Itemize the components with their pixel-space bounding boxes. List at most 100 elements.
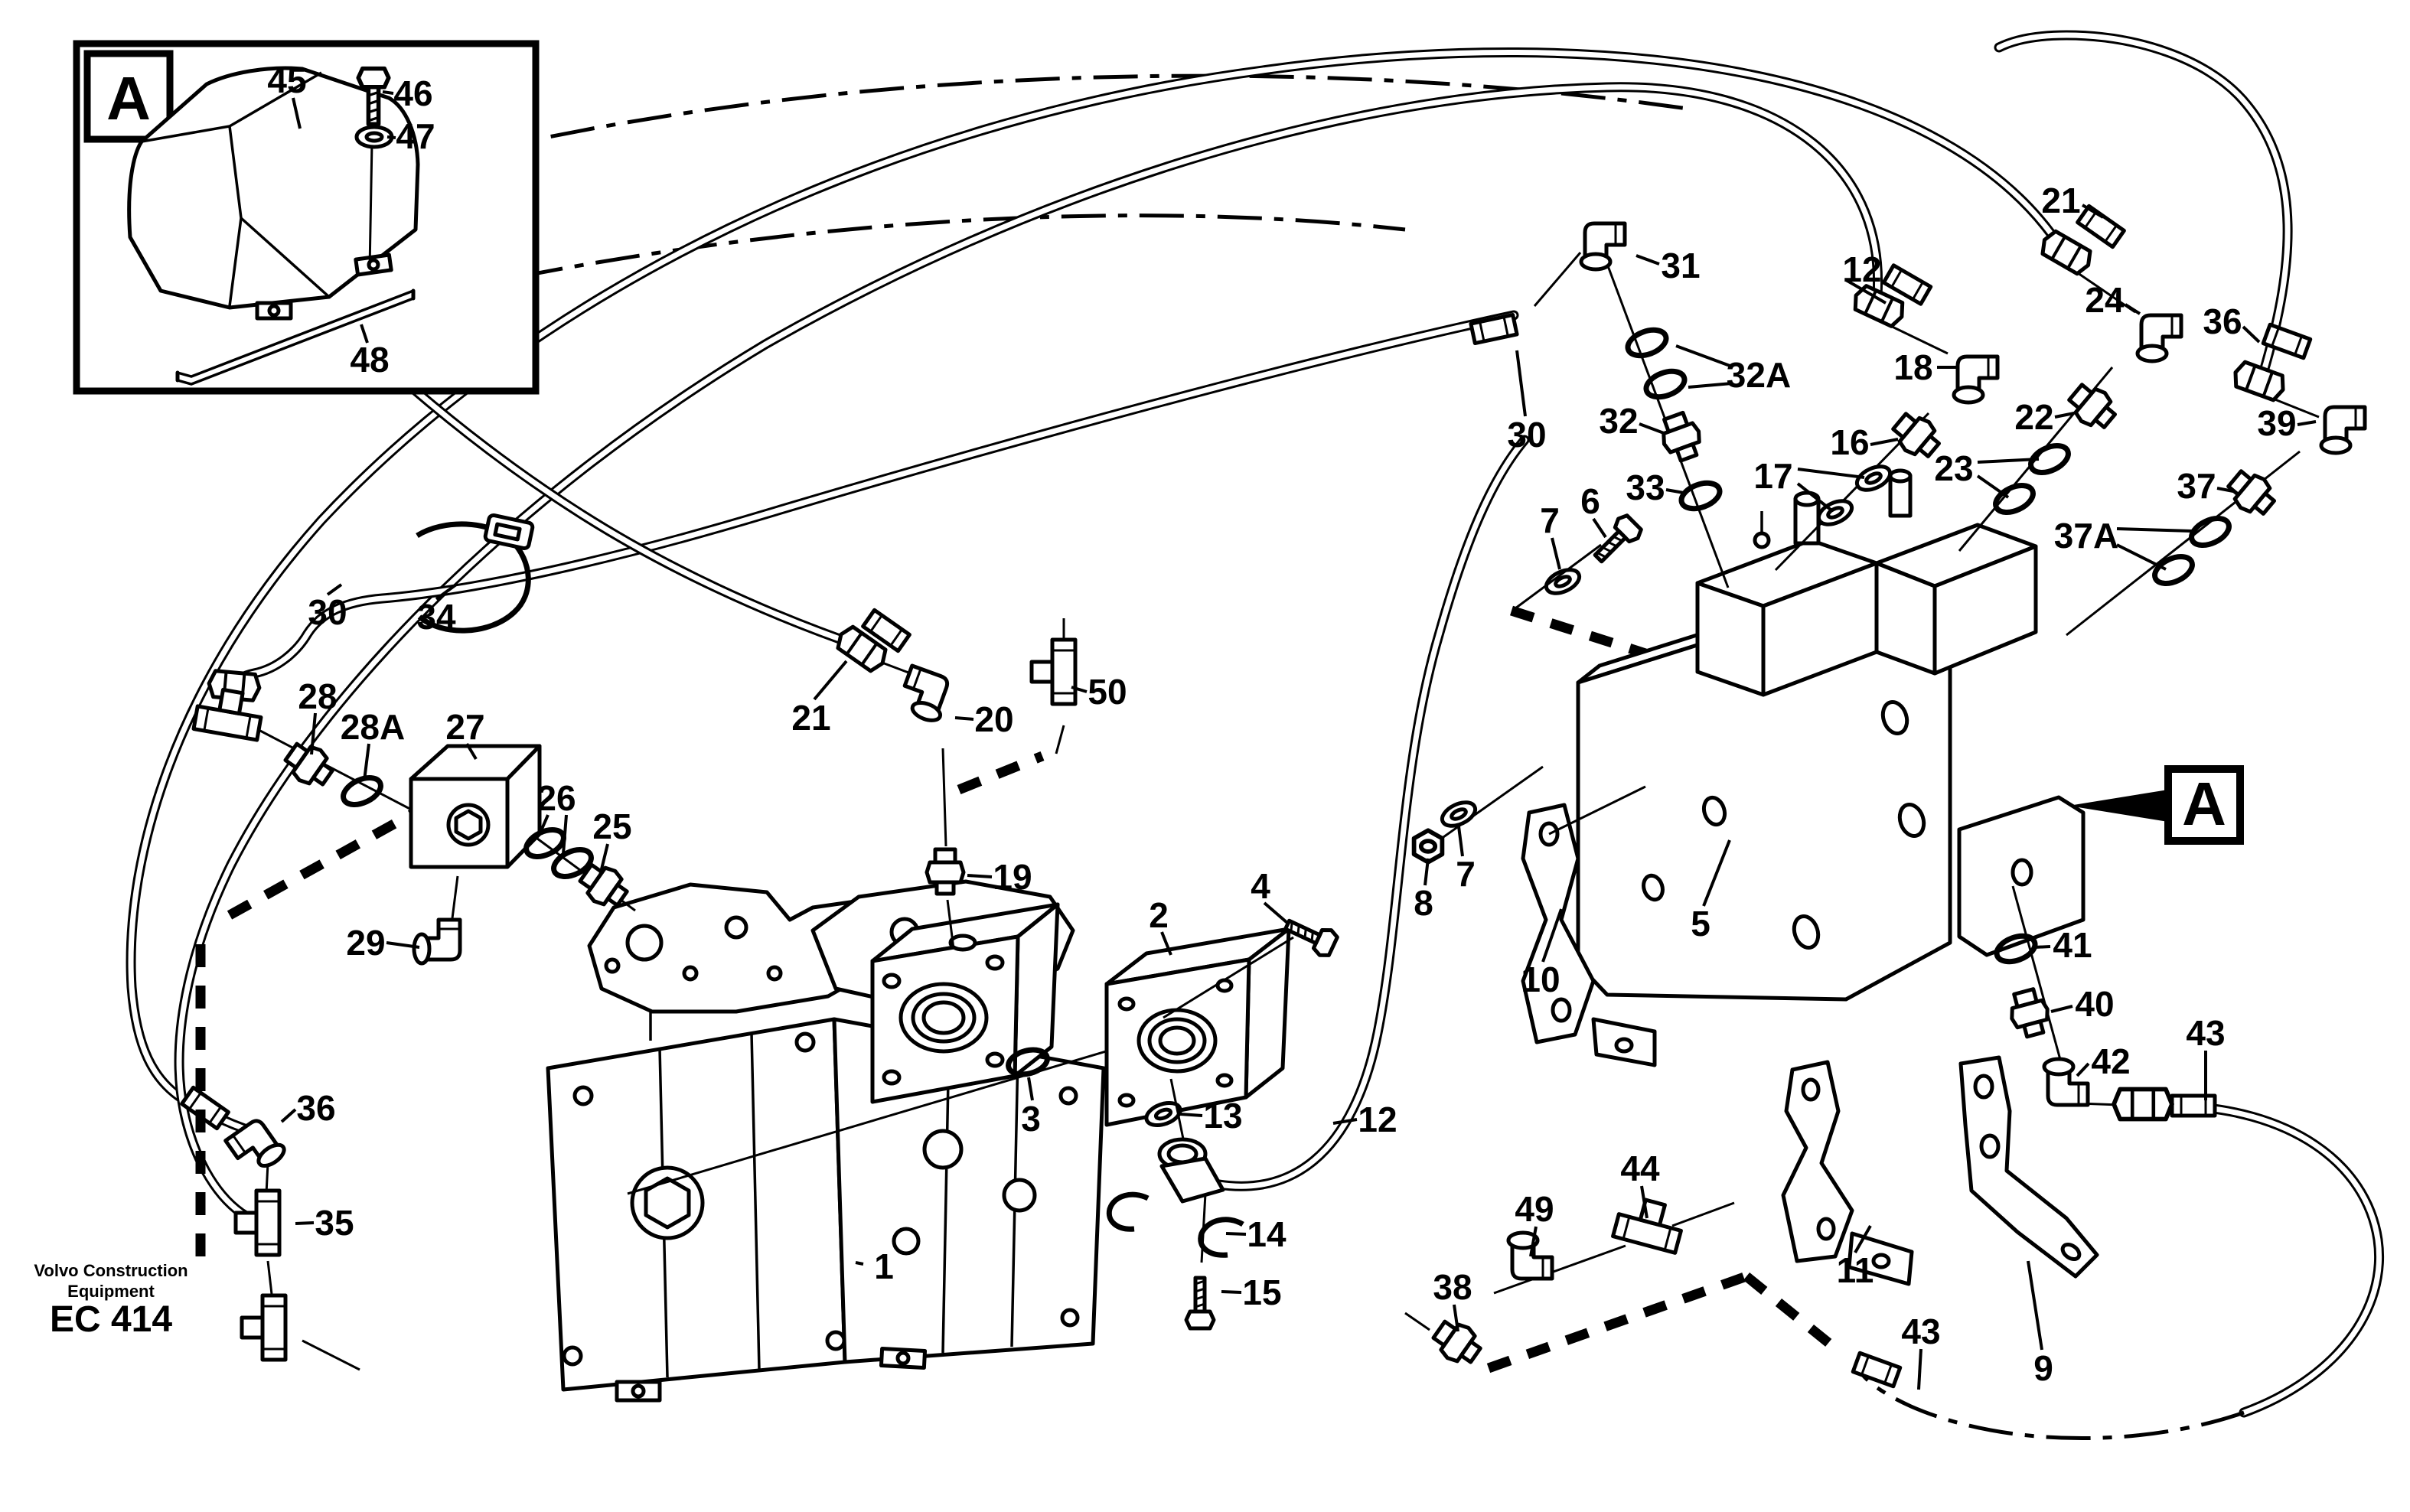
inset-ref-box: [83, 50, 174, 143]
callout-26: 26: [536, 778, 576, 818]
hose-nut-36: [2231, 360, 2288, 402]
callout-18: 18: [1893, 347, 1932, 387]
bracket-10: [1521, 803, 1657, 1067]
callout-22: 22: [2014, 397, 2053, 437]
callout-6: 6: [1580, 481, 1600, 521]
callout-29: 29: [346, 923, 385, 963]
leader-line-2: [1160, 931, 1172, 956]
hose-ferrule: [2078, 206, 2125, 246]
callout-50: 50: [1088, 672, 1127, 712]
callout-16: 16: [1830, 422, 1869, 462]
bracket-9: [1958, 1055, 2099, 1279]
callout-38: 38: [1433, 1267, 1472, 1307]
leader-line-21a: [2081, 204, 2105, 219]
tee-lower-left: [242, 1295, 285, 1360]
leader-line-10: [1541, 908, 1563, 963]
leader-line-33: [1665, 488, 1684, 494]
phantom-curve-top: [474, 73, 1688, 155]
valve-assembly: [1414, 468, 2099, 1286]
leader-line-12a: [1845, 279, 1887, 305]
tee-50: [1032, 640, 1075, 704]
callout-17: 17: [1753, 456, 1792, 496]
hose-ferrule: [2172, 1096, 2215, 1116]
leader-line-5: [1702, 839, 1731, 907]
leader-line-26: [562, 814, 568, 855]
oring-28A: [339, 772, 385, 810]
leader-line-29: [386, 941, 420, 949]
callout-36a: 36: [2203, 301, 2242, 341]
oring-23: [1991, 480, 2037, 517]
washer-7-upper: [1543, 565, 1583, 598]
hose-30-core: [232, 312, 1517, 687]
callout-4: 4: [1251, 866, 1270, 906]
leader-line-39: [2297, 420, 2317, 426]
hose-43-phantom-tail: [1861, 1374, 2245, 1440]
leader-line-20: [954, 716, 974, 721]
view-ref: A: [2069, 765, 2244, 845]
callout-7l: 7: [1456, 854, 1476, 894]
callout-35: 35: [315, 1203, 354, 1243]
model-code: EC 414: [50, 1299, 172, 1340]
callout-10: 10: [1521, 960, 1560, 999]
callout-2: 2: [1149, 895, 1169, 935]
callout-13: 13: [1203, 1096, 1242, 1136]
oring-37A: [2151, 551, 2196, 588]
nut-8: [1414, 830, 1443, 862]
callout-43a: 43: [2186, 1013, 2225, 1053]
leader-line-31: [1635, 254, 1660, 266]
callout-30b: 30: [308, 592, 347, 632]
clamp-34: [416, 513, 535, 634]
callout-32: 32: [1599, 401, 1638, 441]
brand-line-1: Volvo Construction: [34, 1261, 188, 1280]
hoses: [126, 30, 2384, 1440]
elbow-20: [896, 666, 953, 724]
leader-line-8: [1423, 858, 1430, 886]
callout-28A: 28A: [341, 707, 405, 747]
leader-line-7u: [1551, 537, 1561, 570]
leader-line-24: [2124, 303, 2141, 315]
leader-line-25: [598, 843, 609, 876]
leader-line-13: [1179, 1113, 1203, 1117]
elbow-29: [414, 920, 460, 963]
callout-41: 41: [2053, 925, 2092, 965]
dashed-route: [1510, 605, 1685, 671]
leader-line-43b: [1917, 1348, 1922, 1390]
cover-45: [127, 66, 420, 321]
callout-32A: 32A: [1727, 355, 1791, 395]
callout-9: 9: [2033, 1348, 2053, 1388]
elbow-18: [1954, 357, 1997, 402]
bolt-15: [1186, 1278, 1214, 1328]
view-ref-box: [2164, 765, 2244, 845]
swivel-elbow-12: [1157, 1137, 1225, 1204]
callout-48: 48: [350, 340, 389, 380]
callout-49: 49: [1515, 1189, 1554, 1229]
leader-line-7l: [1457, 826, 1464, 857]
oring-32A: [1642, 367, 1688, 402]
nipple-40: [2006, 987, 2053, 1039]
phantom-curve-mid: [442, 213, 1406, 295]
elbow-42: [2044, 1059, 2088, 1105]
callout-28: 28: [298, 676, 337, 716]
leader-line-34: [435, 583, 458, 601]
callout-7u: 7: [1540, 500, 1560, 540]
leader-line-32A: [1675, 344, 1733, 368]
inset-panel: A: [73, 40, 540, 395]
leader-line-9: [2027, 1260, 2043, 1351]
dashed-route: [957, 751, 1045, 795]
hose-21-mid-core: [364, 345, 866, 650]
leader-line-32A: [1688, 382, 1733, 389]
callout-30a: 30: [1507, 415, 1546, 455]
callout-8: 8: [1414, 883, 1433, 923]
flange-blocks: [627, 902, 1339, 1328]
leader-line-45: [292, 97, 302, 129]
leader-line-37A: [2116, 543, 2167, 571]
callout-5: 5: [1691, 904, 1710, 943]
leader-line-44: [1640, 1185, 1649, 1219]
leader-line-36a: [2242, 325, 2261, 344]
dashed-route: [1743, 1272, 1839, 1353]
hose-ferrule: [1853, 1353, 1900, 1387]
leader-line-46: [382, 90, 394, 95]
nipple-22: [2064, 378, 2121, 435]
leader-line-11: [1854, 1225, 1872, 1253]
leader-line-35: [295, 1221, 315, 1225]
